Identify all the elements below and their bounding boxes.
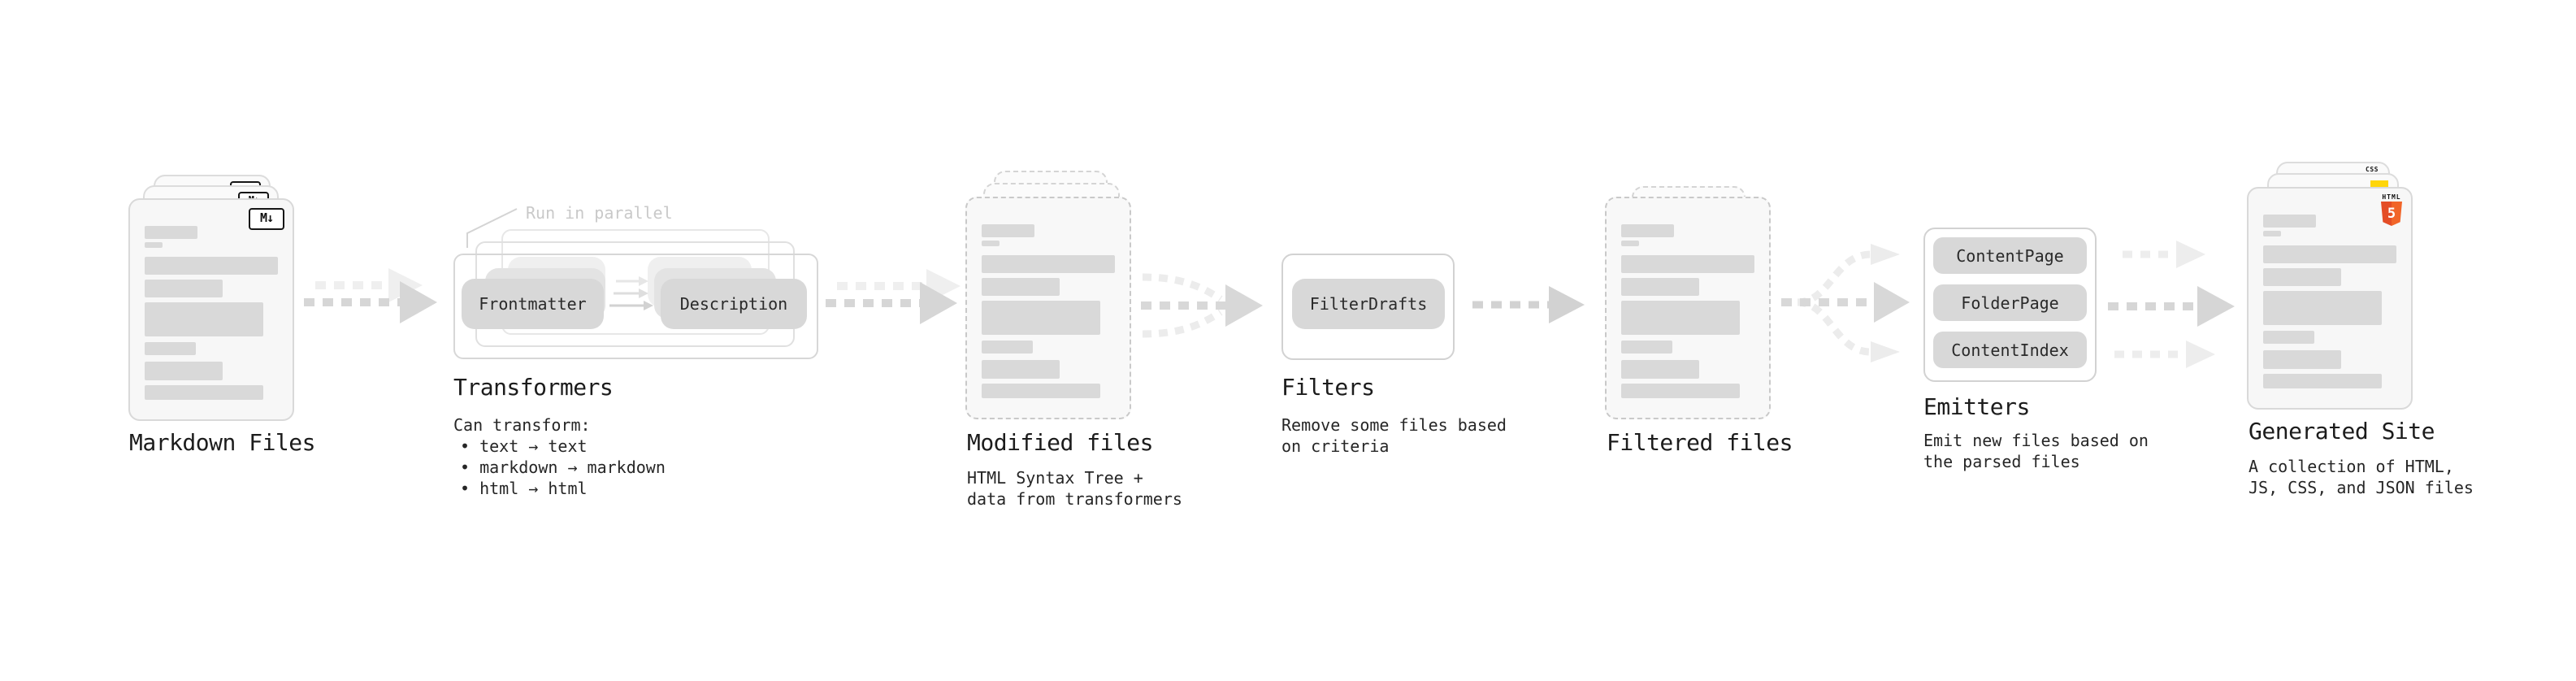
placeholder-bar bbox=[1621, 301, 1740, 335]
placeholder-bar bbox=[145, 257, 278, 275]
placeholder-bar bbox=[1621, 384, 1740, 398]
filters-title: Filters bbox=[1281, 374, 1375, 401]
arrow-emitters-to-generated-middle bbox=[2108, 286, 2235, 327]
placeholder-bar bbox=[982, 384, 1100, 398]
generated-site-title: Generated Site bbox=[2249, 418, 2435, 445]
placeholder-bar bbox=[1621, 340, 1672, 354]
html5-icon: HTML 5 bbox=[2379, 193, 2404, 226]
arrow-filtered-to-emitters-fork bbox=[1781, 244, 1910, 362]
generated-file-card-front: HTML 5 bbox=[2247, 187, 2413, 410]
placeholder-bar bbox=[1621, 224, 1674, 237]
placeholder-bar bbox=[145, 385, 263, 400]
placeholder-bar bbox=[145, 242, 163, 248]
placeholder-bar bbox=[982, 301, 1100, 335]
placeholder-bar bbox=[145, 302, 263, 336]
bullet-item: • markdown → markdown bbox=[460, 458, 666, 477]
contentindex-pill: ContentIndex bbox=[1933, 332, 2087, 368]
generated-site-subtitle: A collection of HTML, JS, CSS, and JSON … bbox=[2249, 457, 2474, 497]
placeholder-bar bbox=[2263, 268, 2341, 286]
bullet-item: • html → html bbox=[460, 479, 588, 498]
placeholder-bar bbox=[982, 340, 1033, 354]
filters-subtitle: Remove some files based on criteria bbox=[1281, 415, 1507, 456]
filtered-file-card-front bbox=[1605, 197, 1771, 419]
modified-file-card-front bbox=[965, 197, 1131, 419]
transformers-bullet-list: • text → text • markdown → markdown • ht… bbox=[460, 436, 666, 499]
filterdrafts-pill: FilterDrafts bbox=[1292, 279, 1445, 329]
placeholder-bar bbox=[145, 362, 223, 380]
placeholder-bar bbox=[982, 278, 1060, 296]
arrow-modified-to-filters-merge bbox=[1141, 273, 1263, 338]
emitters-title: Emitters bbox=[1923, 393, 2030, 420]
placeholder-bar bbox=[145, 280, 223, 297]
filtered-files-title: Filtered files bbox=[1607, 429, 1793, 456]
transformers-title: Transformers bbox=[453, 374, 614, 401]
markdown-icon: M↓ bbox=[249, 208, 284, 230]
file-content-placeholder bbox=[982, 224, 1115, 398]
transformer-frame-front bbox=[453, 254, 818, 359]
file-content-placeholder bbox=[1621, 224, 1754, 398]
placeholder-bar bbox=[2263, 331, 2314, 344]
placeholder-bar bbox=[982, 360, 1060, 379]
placeholder-bar bbox=[145, 342, 196, 355]
arrow-markdown-to-transformers bbox=[304, 268, 437, 323]
arrow-emitters-to-generated-top bbox=[2123, 241, 2205, 268]
placeholder-bar bbox=[1621, 241, 1639, 246]
placeholder-bar bbox=[2263, 245, 2396, 263]
placeholder-bar bbox=[2263, 291, 2382, 325]
bullet-item: • text → text bbox=[460, 436, 588, 456]
folderpage-pill: FolderPage bbox=[1933, 284, 2087, 321]
frontmatter-pill: Frontmatter bbox=[462, 279, 604, 329]
modified-files-subtitle: HTML Syntax Tree + data from transformer… bbox=[967, 468, 1182, 509]
markdown-file-card-front: M↓ bbox=[128, 198, 294, 421]
contentpage-pill: ContentPage bbox=[1933, 237, 2087, 274]
placeholder-bar bbox=[982, 224, 1034, 237]
placeholder-bar bbox=[2263, 231, 2281, 236]
placeholder-bar bbox=[2263, 350, 2341, 369]
arrow-emitters-to-generated-bottom bbox=[2114, 340, 2215, 368]
placeholder-bar bbox=[2263, 215, 2316, 228]
run-in-parallel-note: Run in parallel bbox=[526, 203, 673, 223]
placeholder-bar bbox=[145, 226, 197, 239]
arrow-transformers-to-modified bbox=[826, 269, 961, 324]
placeholder-bar bbox=[982, 255, 1115, 273]
emitters-subtitle: Emit new files based on the parsed files bbox=[1923, 431, 2149, 471]
markdown-files-title: Markdown Files bbox=[129, 429, 316, 456]
modified-files-title: Modified files bbox=[967, 429, 1154, 456]
placeholder-bar bbox=[1621, 360, 1699, 379]
file-content-placeholder bbox=[145, 226, 278, 400]
description-pill: Description bbox=[661, 279, 807, 329]
placeholder-bar bbox=[2263, 374, 2382, 388]
placeholder-bar bbox=[982, 241, 1000, 246]
file-content-placeholder bbox=[2263, 215, 2396, 388]
placeholder-bar bbox=[1621, 278, 1699, 296]
arrow-filters-to-filtered bbox=[1472, 286, 1585, 323]
placeholder-bar bbox=[1621, 255, 1754, 273]
transformers-description: Can transform: bbox=[453, 415, 591, 435]
